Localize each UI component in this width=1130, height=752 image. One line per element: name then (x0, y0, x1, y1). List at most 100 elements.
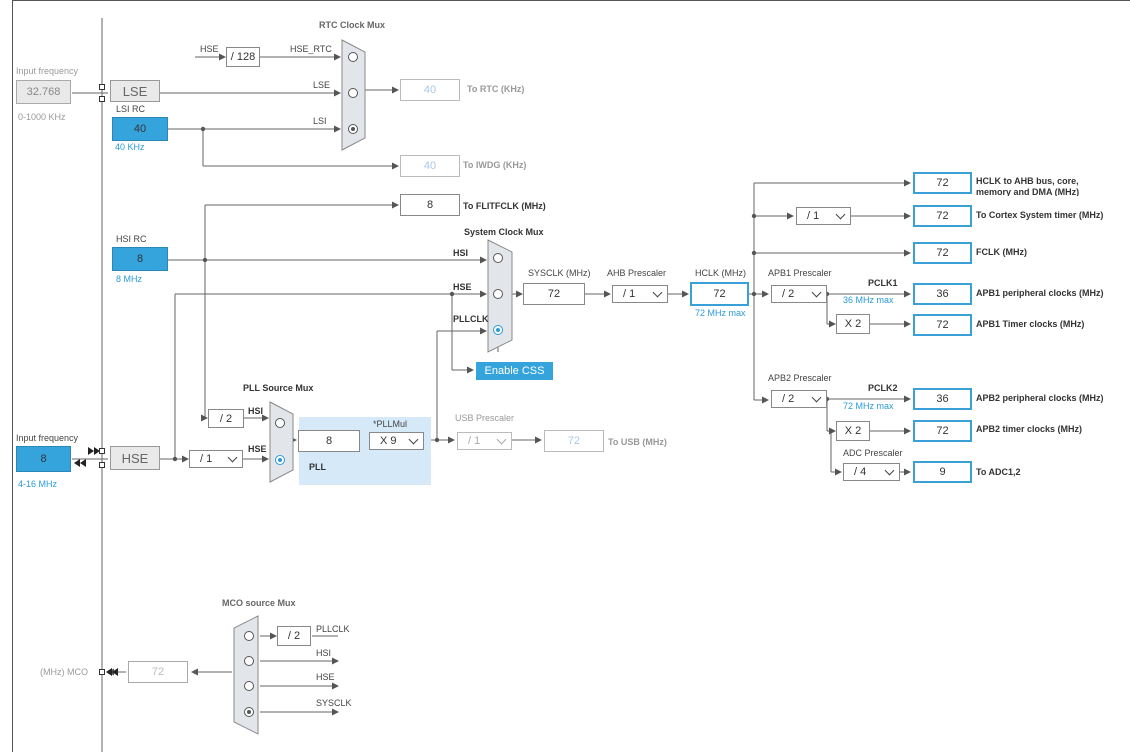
sys-mux-radio-hse[interactable] (493, 289, 503, 299)
ahb-prescaler-value: / 1 (623, 288, 636, 300)
apb2-prescaler-select[interactable]: / 2 (771, 390, 827, 408)
lse-oscillator[interactable]: LSE (110, 80, 160, 102)
lse-pin-in (99, 84, 105, 90)
enable-css-button[interactable]: Enable CSS (476, 362, 553, 380)
hclk-value[interactable]: 72 (690, 282, 749, 306)
hse-divider-select[interactable]: / 1 (189, 450, 243, 468)
lse-range: 0-1000 KHz (18, 112, 66, 122)
usb-prescaler-select[interactable]: / 1 (457, 432, 512, 450)
apb1-timer-output-label: APB1 Timer clocks (MHz) (976, 319, 1085, 329)
mco-hse-label: HSE (316, 672, 335, 682)
sys-mux-radio-hsi[interactable] (493, 253, 503, 263)
apb1-peripheral-output-label: APB1 peripheral clocks (MHz) (976, 288, 1104, 298)
mco-mux-radio-pllclk[interactable] (244, 631, 254, 641)
fclk-output[interactable]: 72 (913, 242, 972, 264)
mco-output-label: (MHz) MCO (40, 667, 88, 677)
rtc-hse-label: HSE (200, 44, 219, 54)
mco-mux-title: MCO source Mux (222, 598, 296, 608)
apb2-prescaler-label: APB2 Prescaler (768, 373, 832, 383)
sys-mux-hsi-label: HSI (453, 248, 469, 258)
rtc-mux-radio-lse[interactable] (348, 88, 358, 98)
pll-src-hse-label: HSE (248, 444, 267, 454)
cortex-timer-divider-value: / 1 (807, 210, 820, 222)
apb2-peripheral-output[interactable]: 36 (913, 388, 972, 410)
adc-prescaler-value: / 4 (854, 466, 867, 478)
usb-prescaler-label: USB Prescaler (455, 413, 515, 423)
apb1-timer-multiplier: X 2 (836, 314, 870, 334)
pll-multiplier-select[interactable]: X 9 (369, 432, 424, 450)
pll-src-hsi-divider: / 2 (208, 409, 244, 428)
rtc-lsi-label: LSI (313, 116, 327, 126)
sys-mux-title: System Clock Mux (464, 227, 544, 237)
hse-oscillator[interactable]: HSE (110, 446, 160, 470)
flitfclk-output: 8 (400, 194, 460, 216)
rtc-lse-label: LSE (313, 80, 331, 90)
chevron-down-icon (811, 392, 822, 403)
fclk-output-label: FCLK (MHz) (976, 247, 1027, 257)
pclk2-max: 72 MHz max (843, 401, 894, 411)
apb1-prescaler-select[interactable]: / 2 (771, 285, 827, 303)
lse-pin-out (99, 96, 105, 102)
hse-input-frequency[interactable]: 8 (16, 446, 71, 472)
hclk-ahb-output-label-line2: memory and DMA (MHz) (976, 187, 1080, 196)
chevron-down-icon (652, 287, 663, 298)
sys-mux-radio-pllclk[interactable] (493, 325, 503, 335)
hsi-name: HSI RC (116, 234, 147, 244)
sys-mux-pllclk-label: PLLCLK (453, 314, 489, 324)
cortex-timer-output[interactable]: 72 (913, 205, 972, 227)
sys-mux-hse-label: HSE (453, 282, 472, 292)
hsi-unit: 8 MHz (116, 274, 143, 284)
rtc-output-label: To RTC (KHz) (467, 84, 525, 94)
lse-input-label: Input frequency (16, 66, 79, 76)
adc-output[interactable]: 9 (913, 461, 972, 483)
rtc-mux-radio-hse[interactable] (348, 52, 358, 62)
rtc-mux-title: RTC Clock Mux (319, 20, 386, 30)
flitfclk-output-label: To FLITFCLK (MHz) (463, 201, 546, 211)
apb1-prescaler-value: / 2 (782, 288, 795, 300)
sysclk-value[interactable]: 72 (523, 283, 585, 305)
apb2-timer-multiplier: X 2 (836, 421, 870, 441)
apb1-timer-output[interactable]: 72 (913, 314, 972, 336)
pclk1-max: 36 MHz max (843, 295, 894, 305)
rtc-output: 40 (400, 79, 460, 101)
cortex-timer-divider-select[interactable]: / 1 (796, 207, 851, 225)
ahb-prescaler-label: AHB Prescaler (607, 268, 667, 278)
hclk-label: HCLK (MHz) (695, 268, 746, 278)
usb-output-label: To USB (MHz) (608, 437, 667, 447)
pll-multiplier-value: X 9 (380, 435, 397, 447)
chevron-down-icon (496, 434, 507, 445)
apb2-timer-output-label: APB2 timer clocks (MHz) (976, 424, 1083, 434)
hse-divider-value: / 1 (200, 453, 213, 465)
sysclk-label: SYSCLK (MHz) (528, 268, 591, 278)
lse-input-frequency[interactable]: 32.768 (16, 80, 71, 104)
iwdg-output-label: To IWDG (KHz) (463, 160, 527, 170)
apb2-timer-output[interactable]: 72 (913, 420, 972, 442)
chevron-down-icon (227, 452, 238, 463)
pll-input-value: 8 (298, 430, 360, 452)
mco-mux-radio-hse[interactable] (244, 681, 254, 691)
hse-range: 4-16 MHz (18, 479, 58, 489)
mco-output: 72 (128, 661, 188, 683)
pll-src-radio-hsi[interactable] (275, 418, 285, 428)
ahb-prescaler-select[interactable]: / 1 (612, 285, 668, 303)
pll-mul-label: *PLLMul (373, 419, 408, 429)
rtc-mux-radio-lsi[interactable] (348, 124, 358, 134)
pclk1-label: PCLK1 (868, 278, 898, 288)
adc-output-label: To ADC1,2 (976, 467, 1021, 477)
mco-sysclk-label: SYSCLK (316, 698, 352, 708)
mco-pllclk-divider: / 2 (277, 626, 311, 646)
iwdg-output: 40 (400, 155, 460, 177)
hclk-ahb-output[interactable]: 72 (913, 172, 972, 194)
adc-prescaler-select[interactable]: / 4 (843, 463, 900, 481)
apb1-peripheral-output[interactable]: 36 (913, 283, 972, 305)
lsi-name: LSI RC (116, 104, 146, 114)
pll-src-radio-hse[interactable] (275, 455, 285, 465)
mco-mux-radio-hsi[interactable] (244, 656, 254, 666)
hse-pin-out (99, 462, 105, 468)
hsi-value: 8 (112, 247, 168, 271)
chevron-down-icon (884, 465, 895, 476)
apb2-peripheral-output-label: APB2 peripheral clocks (MHz) (976, 393, 1104, 403)
mco-mux-radio-sysclk[interactable] (244, 707, 254, 717)
